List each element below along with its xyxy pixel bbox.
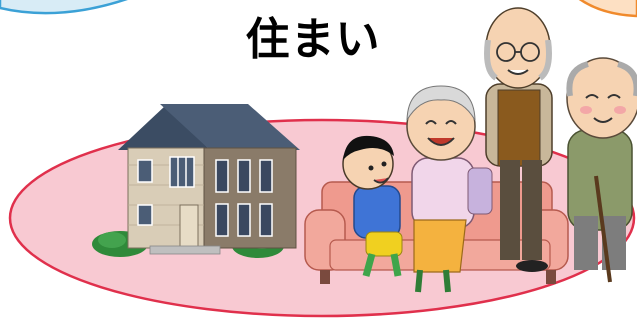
page-title: 住まい	[245, 14, 381, 65]
boy-illustration	[342, 135, 403, 277]
house-illustration	[92, 104, 300, 258]
top-right-bubble	[578, 0, 637, 18]
elderly-man-with-cane-illustration	[566, 57, 637, 283]
grandfather-illustration	[484, 7, 553, 272]
top-left-bubble	[0, 0, 128, 15]
grandmother-illustration	[406, 85, 493, 293]
